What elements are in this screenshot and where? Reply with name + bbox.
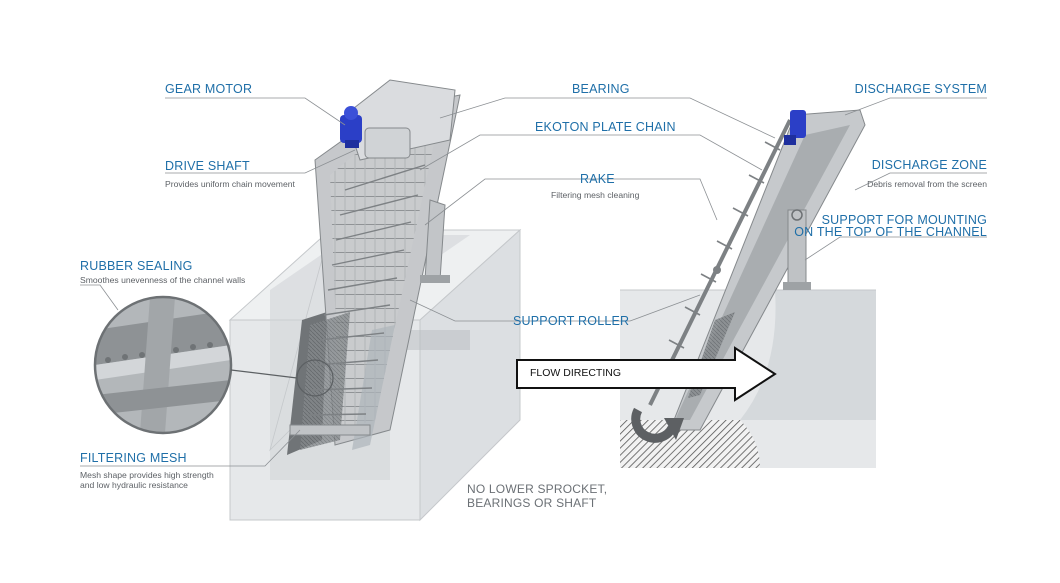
left-screen-machine: [287, 79, 461, 455]
label-discharge-zone-desc: Debris removal from the screen: [867, 179, 987, 189]
label-support-mounting-2: ON THE TOP OF THE CHANNEL: [794, 225, 987, 239]
discharge-motor-icon: [784, 110, 806, 145]
label-drive-shaft: DRIVE SHAFT: [165, 159, 250, 173]
rubber-sealing-magnifier: [93, 295, 233, 435]
label-rake-desc: Filtering mesh cleaning: [551, 190, 640, 200]
label-no-lower-1: NO LOWER SPROCKET,: [467, 482, 608, 496]
label-gear-motor: GEAR MOTOR: [165, 82, 253, 96]
label-support-roller: SUPPORT ROLLER: [513, 314, 630, 328]
label-drive-shaft-desc: Provides uniform chain movement: [165, 179, 295, 189]
label-support-mounting-1: SUPPORT FOR MOUNTING: [821, 213, 987, 227]
label-filtering-mesh-desc-1: Mesh shape provides high strength: [80, 470, 214, 480]
label-plate-chain: EKOTON PLATE CHAIN: [535, 120, 676, 134]
label-flow-directing: FLOW DIRECTING: [530, 367, 621, 379]
right-leader-lines: [513, 97, 987, 322]
label-rake: RAKE: [580, 172, 615, 186]
label-rubber-sealing-desc: Smoothes unevenness of the channel walls: [80, 275, 246, 285]
label-discharge-zone: DISCHARGE ZONE: [871, 158, 987, 172]
magnifier-connector: [230, 369, 298, 379]
label-bearing: BEARING: [572, 82, 630, 96]
left-leader-lines: [80, 97, 660, 467]
label-filtering-mesh: FILTERING MESH: [80, 451, 187, 465]
gear-motor-icon: [340, 106, 362, 148]
flow-directing-arrow: [516, 346, 777, 402]
circular-flow-arrow: [631, 407, 684, 443]
label-rubber-sealing: RUBBER SEALING: [80, 259, 193, 273]
label-filtering-mesh-desc-2: and low hydraulic resistance: [80, 480, 188, 490]
label-no-lower-2: BEARINGS OR SHAFT: [467, 496, 597, 510]
label-discharge-system: DISCHARGE SYSTEM: [854, 82, 987, 96]
